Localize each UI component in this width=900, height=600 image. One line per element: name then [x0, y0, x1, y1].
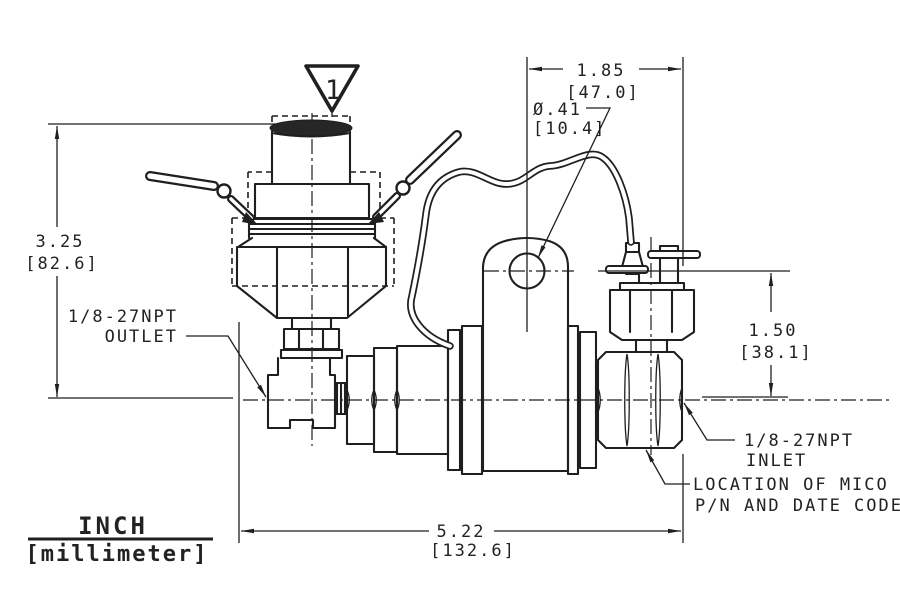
callout-outlet: 1/8-27NPT OUTLET: [68, 307, 267, 398]
cable-outline: [407, 150, 635, 350]
mounting-bracket-tab: [481, 236, 570, 473]
units-secondary: [millimeter]: [26, 542, 209, 567]
right-bail-hook: [368, 212, 384, 224]
location-label-line2: P/N AND DATE CODE: [695, 496, 900, 516]
inlet-label-line2: INLET: [746, 451, 807, 471]
inlet-label-line1: 1/8-27NPT: [744, 431, 854, 451]
units-primary: INCH: [78, 512, 148, 540]
dim-left-extension-lines: [48, 123, 277, 399]
dim-right-mm: [38.1]: [739, 343, 812, 363]
location-leader: [645, 449, 690, 485]
clamp-plate-c: [566, 324, 580, 476]
switch-hex: [235, 245, 388, 320]
dim-bottom-inch: 5.22: [437, 522, 486, 542]
facet-pinches: [344, 389, 400, 412]
clamp-plate-d: [578, 330, 598, 470]
elbow-body: [266, 356, 337, 430]
dim-inlet-height: 1.50 [38.1]: [598, 270, 812, 398]
cable: [407, 150, 635, 350]
dim-hole-mm: [10.4]: [533, 119, 606, 139]
coil-plate-b: [460, 324, 484, 476]
switch-connector: [270, 130, 352, 186]
flag-note-number: 1: [325, 75, 343, 106]
outlet-leader: [186, 335, 267, 398]
callout-inlet: 1/8-27NPT INLET: [683, 402, 854, 471]
dim-bottom-mm: [132.6]: [430, 541, 516, 561]
right-switch-neck: [634, 338, 669, 354]
right-switch-hex: [608, 288, 696, 342]
dim-right-extension-lines: [598, 270, 790, 398]
terminal-washer-left: [605, 265, 649, 274]
switch-lower-nuts: [279, 316, 344, 360]
inlet-hex: [596, 350, 684, 450]
flag-note-triangle: [304, 64, 360, 113]
switch-band: [247, 217, 377, 240]
elbow-collar-threads: [333, 381, 349, 416]
dim-left-mm: [82.6]: [25, 254, 98, 274]
dim-top-inch: 1.85: [577, 61, 626, 81]
pressure-switch-left: [235, 119, 388, 360]
phantom-outline: [231, 115, 395, 287]
inlet-hex-chamfer-arcs: [624, 353, 661, 447]
left-bail-eyelet: [216, 183, 232, 199]
dim-top-mm: [47.0]: [566, 83, 639, 103]
dim-top-width: 1.85 [47.0]: [526, 57, 684, 332]
inlet-leader: [683, 402, 735, 441]
dim-bottom-extension-lines: [238, 322, 684, 543]
terminal-washer-right: [647, 250, 701, 259]
left-bail-hook: [242, 212, 258, 225]
wire-terminal: [620, 241, 645, 285]
units-legend: INCH [millimeter]: [26, 512, 213, 567]
valve-body: [344, 236, 684, 476]
right-bail-eyelet: [395, 180, 411, 196]
dim-hole-leader: [537, 107, 612, 259]
coil-plate-a: [446, 328, 462, 472]
dim-left-inch: 3.25: [36, 232, 85, 252]
pressure-switch-right: [605, 241, 701, 354]
flag-note: 1: [304, 64, 360, 117]
outlet-elbow: [266, 356, 349, 430]
callout-location: LOCATION OF MICO P/N AND DATE CODE: [645, 449, 900, 516]
dim-overall-length: 5.22 [132.6]: [238, 322, 684, 561]
bail-clips: [145, 130, 462, 225]
right-switch-top-plate: [618, 281, 686, 292]
dim-right-inch: 1.50: [749, 321, 798, 341]
location-label-line1: LOCATION OF MICO: [693, 475, 889, 495]
dim-hole-inch: Ø.41: [533, 100, 582, 120]
outlet-label-line1: 1/8-27NPT: [68, 307, 178, 327]
dim-top-extension-lines: [526, 57, 684, 332]
inlet-hex-edge-pinch: [597, 387, 683, 413]
dim-overall-height: 3.25 [82.6]: [25, 123, 277, 399]
dim-hole-diameter: Ø.41 [10.4]: [533, 100, 612, 259]
outlet-label-line2: OUTLET: [105, 327, 178, 347]
